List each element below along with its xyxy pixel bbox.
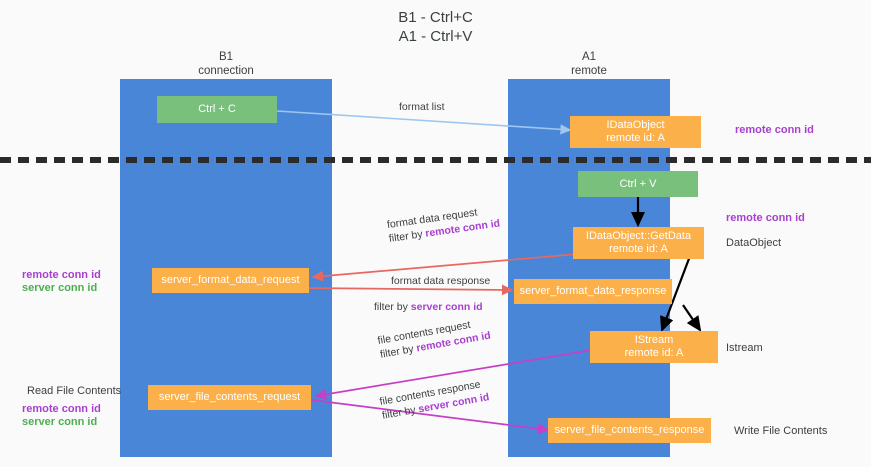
node-ctrl-v[interactable]: Ctrl + V bbox=[578, 171, 698, 197]
node-idataobject-getdata-label: IDataObject::GetData bbox=[585, 230, 692, 242]
flow-label-format-data-response: format data response filter by server co… bbox=[374, 274, 491, 314]
arrow-formatresponse-to-istream bbox=[682, 304, 702, 332]
flow-label-format-data-request: format data request filter by remote con… bbox=[386, 203, 501, 246]
node-server-format-data-response[interactable]: server_format_data_response bbox=[514, 279, 672, 304]
column-header-a1-sub: remote bbox=[571, 65, 607, 77]
page-title-line1: B1 - Ctrl+C bbox=[398, 9, 473, 26]
flow-label-format-data-response-highlight: server conn id bbox=[410, 301, 483, 313]
label-left-server-conn-id-b: server conn id bbox=[22, 416, 98, 428]
flow-label-file-contents-response: file contents response filter by server … bbox=[379, 376, 491, 422]
flow-label-format-list: format list bbox=[399, 100, 445, 114]
node-server-file-contents-response[interactable]: server_file_contents_response bbox=[548, 418, 711, 443]
page-title-line2: A1 - Ctrl+V bbox=[398, 28, 473, 45]
node-server-format-data-response-label: server_format_data_response bbox=[519, 285, 667, 297]
flow-label-format-data-request-prefix: filter by bbox=[388, 227, 427, 245]
label-right-remote-conn-id-mid: remote conn id bbox=[726, 212, 805, 224]
label-left-server-conn-id-a: server conn id bbox=[22, 282, 98, 294]
node-ctrl-c-label: Ctrl + C bbox=[198, 103, 236, 115]
node-server-file-contents-request[interactable]: server_file_contents_request bbox=[148, 385, 311, 410]
label-left-read-file-contents: Read File Contents bbox=[27, 385, 122, 397]
flow-label-format-list-line1: format list bbox=[399, 101, 445, 113]
node-ctrl-v-label: Ctrl + V bbox=[619, 177, 657, 190]
node-istream-remote-id: remote id: A bbox=[624, 347, 684, 359]
node-server-file-contents-request-label: server_file_contents_request bbox=[158, 391, 301, 403]
label-left-remote-conn-id-b: remote conn id bbox=[22, 403, 101, 415]
column-header-a1: A1 remote bbox=[489, 50, 689, 78]
label-left-remote-conn-id-a: remote conn id bbox=[22, 269, 101, 281]
node-server-format-data-request[interactable]: server_format_data_request bbox=[152, 268, 309, 293]
flow-label-format-data-response-line2: filter by server conn id bbox=[374, 300, 490, 314]
node-istream-label: IStream bbox=[634, 334, 674, 346]
label-right-istream: Istream bbox=[726, 342, 763, 354]
node-server-file-contents-response-label: server_file_contents_response bbox=[554, 424, 705, 436]
flow-label-format-data-response-line1: format data response bbox=[391, 275, 491, 287]
node-idataobject-getdata[interactable]: IDataObject::GetData remote id: A bbox=[573, 227, 704, 259]
flow-label-file-contents-request: file contents request filter by remote c… bbox=[377, 315, 492, 362]
node-idataobject[interactable]: IDataObject remote id: A bbox=[570, 116, 701, 148]
node-ctrl-c[interactable]: Ctrl + C bbox=[157, 96, 277, 123]
node-idataobject-getdata-remote-id: remote id: A bbox=[609, 243, 668, 255]
column-header-a1-name: A1 bbox=[581, 51, 597, 63]
node-server-format-data-request-label: server_format_data_request bbox=[161, 274, 300, 286]
label-right-write-file-contents: Write File Contents bbox=[734, 425, 828, 437]
label-right-remote-conn-id-top: remote conn id bbox=[735, 124, 814, 136]
column-header-b1: B1 connection bbox=[126, 50, 326, 78]
node-idataobject-remote-id: remote id: A bbox=[606, 132, 665, 144]
column-header-b1-name: B1 bbox=[218, 51, 234, 63]
column-header-b1-sub: connection bbox=[198, 65, 254, 77]
flow-label-format-data-response-prefix: filter by bbox=[374, 301, 411, 313]
phase-divider bbox=[0, 157, 871, 163]
node-idataobject-label: IDataObject bbox=[606, 119, 665, 131]
label-right-dataobject: DataObject bbox=[726, 237, 782, 249]
node-istream[interactable]: IStream remote id: A bbox=[590, 331, 718, 363]
